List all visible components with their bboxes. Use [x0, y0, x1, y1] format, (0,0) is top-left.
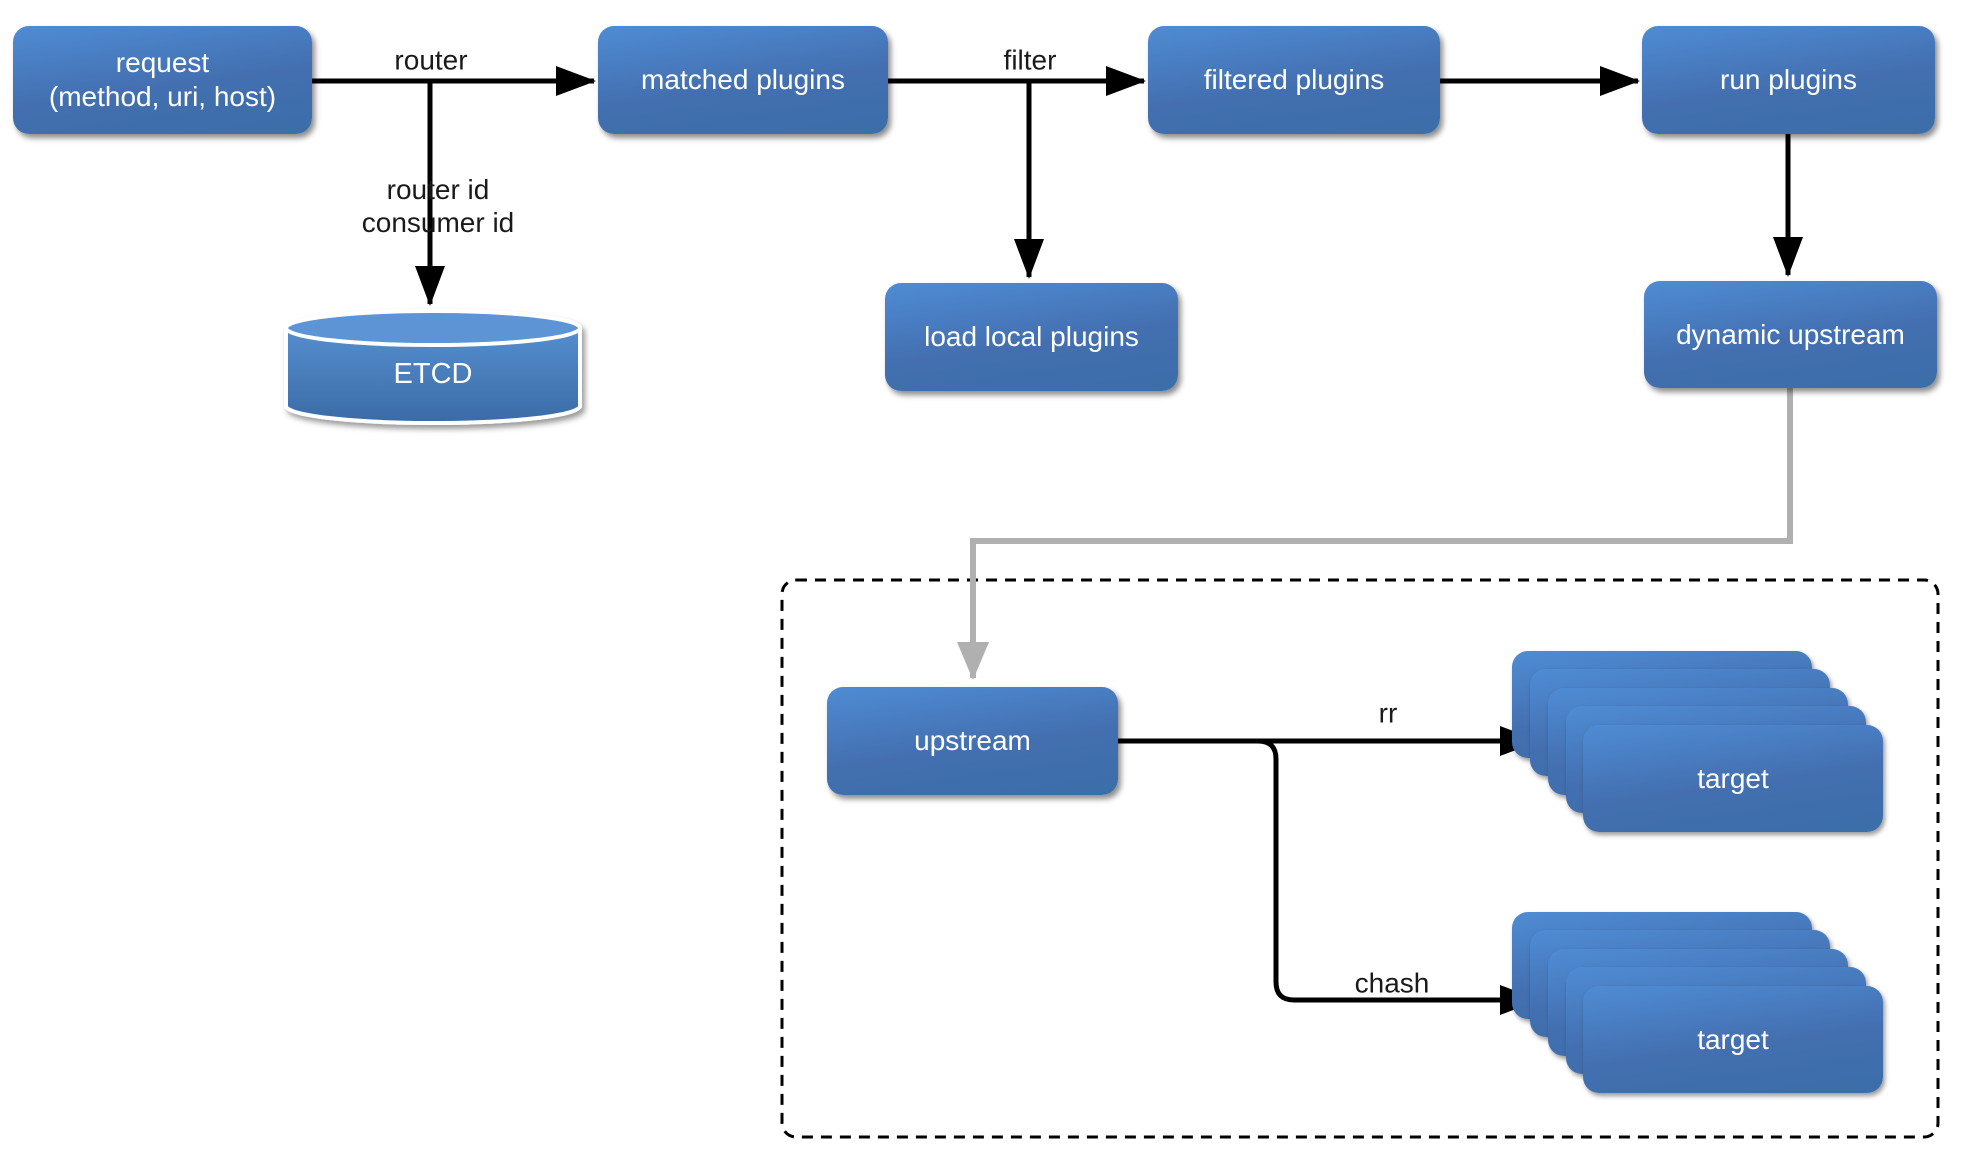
target-stack-rr: target	[1512, 651, 1892, 841]
node-upstream-label: upstream	[914, 725, 1031, 756]
edge-label-router-id: router id	[386, 174, 490, 205]
node-matched-plugins: matched plugins	[598, 26, 888, 134]
node-dynamic-upstream-label: dynamic upstream	[1676, 318, 1905, 350]
upstream-group-dashed-border	[780, 578, 1940, 1139]
edge-label-router-consumer-id: router id consumer id	[362, 173, 515, 239]
target-stack-chash: target	[1512, 912, 1892, 1102]
edge-upstream-chash-to-target	[1257, 738, 1540, 1015]
node-run-plugins-label: run plugins	[1720, 64, 1857, 95]
etcd-cylinder	[284, 309, 582, 425]
node-dynamic-upstream: dynamic upstream	[1644, 281, 1937, 388]
node-request-line1: request	[115, 47, 210, 78]
node-filtered-plugins-label: filtered plugins	[1203, 64, 1385, 95]
etcd-cylinder-top	[284, 309, 582, 347]
node-request: request (method, uri, host)	[13, 26, 312, 134]
edge-label-router: router	[394, 44, 468, 76]
target-rr-label: target	[1697, 762, 1769, 794]
edge-label-filter: filter	[1003, 44, 1057, 76]
node-upstream: upstream	[827, 687, 1118, 795]
node-load-local-plugins-label: load local plugins	[924, 321, 1139, 352]
node-request-line2: (method, uri, host)	[48, 81, 277, 112]
node-matched-plugins-label: matched plugins	[641, 64, 845, 95]
edge-label-chash: chash	[1354, 967, 1430, 999]
edge-label-rr: rr	[1378, 697, 1398, 729]
node-load-local-plugins: load local plugins	[885, 283, 1178, 391]
edge-dynamic-upstream-to-upstream	[957, 388, 1793, 680]
node-run-plugins: run plugins	[1642, 26, 1935, 134]
target-chash-label: target	[1697, 1023, 1769, 1055]
target-card-front: target	[1583, 725, 1883, 832]
node-etcd-label: ETCD	[393, 357, 473, 390]
node-filtered-plugins: filtered plugins	[1148, 26, 1440, 134]
edge-label-consumer-id: consumer id	[361, 207, 515, 238]
target-card-front: target	[1583, 986, 1883, 1093]
